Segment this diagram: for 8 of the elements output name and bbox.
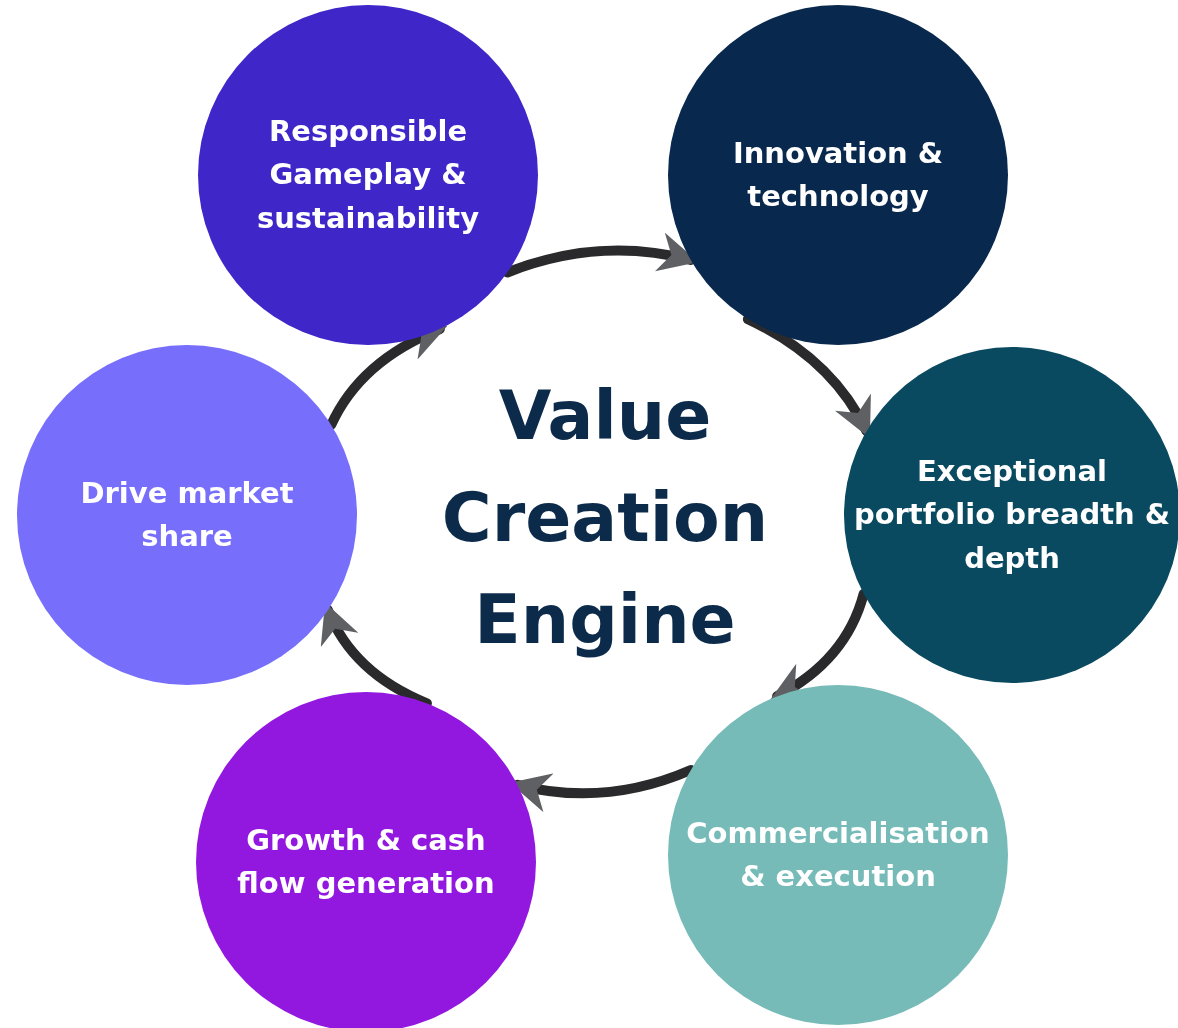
node-label: Growth & cash flow generation [236, 821, 496, 902]
node-label: Innovation & technology [731, 134, 945, 215]
node-label: Drive market share [79, 474, 295, 555]
node-label: Exceptional portfolio breadth & depth [852, 452, 1172, 577]
node-label: Responsible Gameplay & sustainability [255, 112, 481, 237]
curved-arrow [326, 323, 448, 430]
node-label: Commercialisation & execution [685, 814, 991, 895]
center-title: Value Creation Engine [440, 375, 770, 661]
